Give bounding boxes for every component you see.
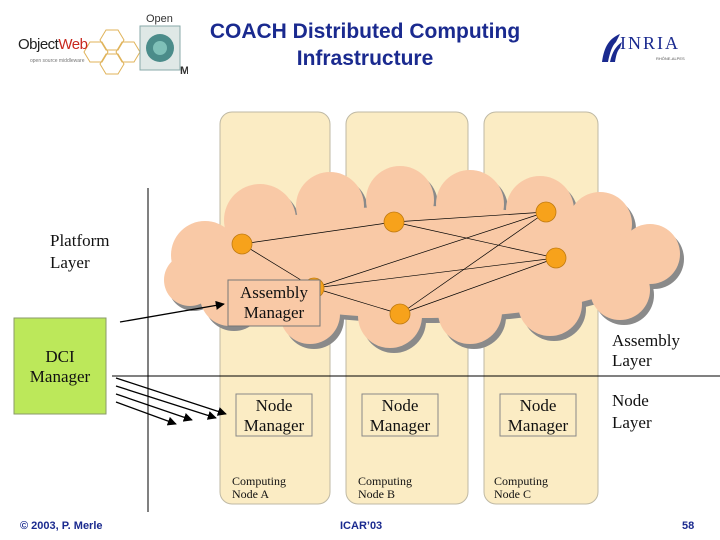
inria-logo: INRIA RHÔNE-ALPES (598, 32, 690, 66)
dci-manager-box (13, 317, 107, 415)
assembly-manager-line1: Assembly (240, 283, 309, 302)
footer-copyright: © 2003, P. Merle (20, 520, 103, 532)
node-manager-a-line1: Node (256, 396, 293, 415)
oscam-logo-bottom: M (180, 65, 188, 77)
slide-title: COACH Distributed Computing Infrastructu… (175, 18, 555, 72)
title-line-1: COACH Distributed Computing (209, 20, 521, 43)
assembly-layer-line2: Layer (612, 351, 652, 370)
objectweb-logo: ObjectWeb open source middleware (14, 28, 144, 76)
computing-node-b-line1: Computing (358, 474, 412, 488)
node-manager-b-line1: Node (382, 396, 419, 415)
inria-emblem (602, 34, 622, 62)
objectweb-wordmark: ObjectWeb (18, 36, 88, 53)
inria-wordmark: INRIA (620, 33, 680, 53)
node-layer-line1: Node (612, 391, 649, 410)
assembly-layer-line1: Assembly (612, 331, 681, 350)
oscam-logo: Open M (139, 13, 188, 77)
node-layer-line2: Layer (612, 413, 652, 432)
connection-lines (241, 211, 557, 315)
computing-node-b-line2: Node B (358, 487, 395, 501)
title-line-2: Infrastructure (296, 47, 434, 70)
node-manager-c-line1: Node (520, 396, 557, 415)
node-manager-boxes (235, 393, 577, 437)
footer-page-number: 58 (682, 520, 695, 532)
dci-arrows (115, 300, 227, 426)
assembly-manager-box (227, 279, 321, 327)
platform-layer-line2: Layer (50, 253, 90, 272)
computing-node-c-line2: Node C (494, 487, 531, 501)
computing-node-a-line1: Computing (232, 474, 286, 488)
node-manager-a-line2: Manager (244, 416, 305, 435)
dci-manager-line1: DCI (45, 347, 75, 366)
footer-conference: ICAR’03 (340, 520, 383, 532)
node-manager-c (499, 393, 577, 437)
objectweb-hexagons (83, 29, 141, 75)
assembly-manager-line2: Manager (244, 303, 305, 322)
dci-manager-line2: Manager (30, 367, 91, 386)
oscam-logo-top: Open (146, 13, 173, 25)
computing-node-a-line2: Node A (232, 487, 269, 501)
objectweb-tagline: open source middleware (30, 58, 85, 64)
node-manager-b (361, 393, 439, 437)
platform-cloud (164, 166, 684, 353)
computing-node-c-line1: Computing (494, 474, 548, 488)
inria-subtitle: RHÔNE-ALPES (656, 56, 685, 61)
node-manager-b-line2: Manager (370, 416, 431, 435)
platform-layer-line1: Platform (50, 231, 110, 250)
node-manager-a (235, 393, 313, 437)
node-manager-c-line2: Manager (508, 416, 569, 435)
